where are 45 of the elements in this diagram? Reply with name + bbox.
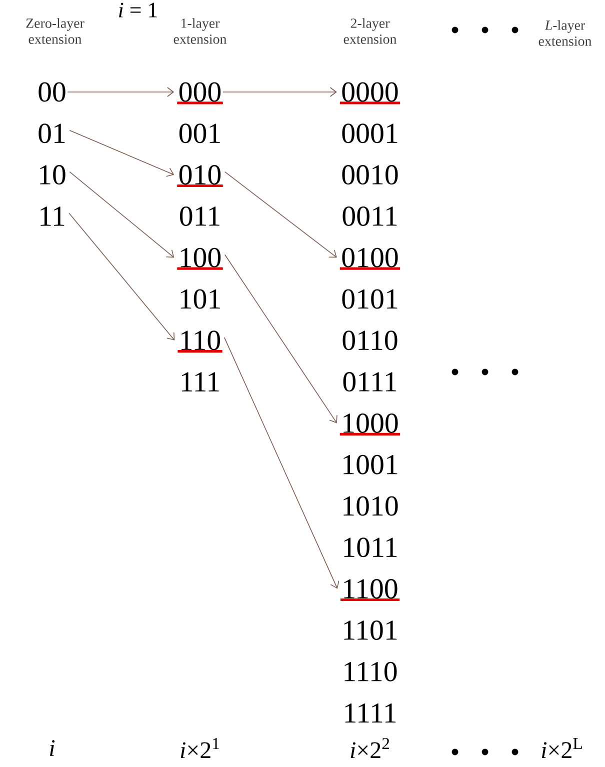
formula-label: i = 1 xyxy=(119,2,157,18)
arrow xyxy=(224,171,337,258)
binary-code: 1101 xyxy=(344,620,397,640)
binary-code: 1001 xyxy=(344,454,398,474)
binary-code: 0101 xyxy=(342,289,398,309)
column-heading: 2-layer extension xyxy=(344,18,397,44)
column-heading: L-layer extension xyxy=(538,20,592,46)
binary-code: 010 xyxy=(179,165,221,185)
formula-label: i xyxy=(50,740,55,756)
binary-code: 0000 xyxy=(342,82,398,102)
binary-code: 0110 xyxy=(342,330,398,350)
formula-label: i×2$^{2}$ xyxy=(350,738,390,758)
binary-code: 011 xyxy=(180,206,220,226)
formula-label: i×2$^{L}$ xyxy=(542,738,582,758)
arrow xyxy=(224,337,340,589)
binary-code: 1110 xyxy=(344,662,397,682)
binary-code: 1010 xyxy=(344,496,398,516)
binary-code: 01 xyxy=(38,124,65,144)
binary-code: 0001 xyxy=(342,124,398,144)
binary-code: 1111 xyxy=(345,703,396,723)
binary-code: 11 xyxy=(40,206,64,226)
binary-code: 101 xyxy=(180,289,220,309)
column-heading: Zero-layer extension xyxy=(26,18,84,44)
binary-code: 0111 xyxy=(343,372,396,392)
arrow xyxy=(222,87,337,97)
binary-code: 1011 xyxy=(344,538,397,558)
binary-code: 000 xyxy=(179,82,221,102)
binary-code: 1000 xyxy=(344,413,398,433)
binary-code: 110 xyxy=(181,330,220,350)
binary-code: 111 xyxy=(182,372,219,392)
binary-code: 10 xyxy=(40,165,66,185)
arrow xyxy=(67,87,174,97)
binary-code: 100 xyxy=(180,248,221,268)
formula-label: i×2$^{1}$ xyxy=(180,738,219,758)
arrow xyxy=(69,130,174,177)
binary-code: 0010 xyxy=(342,165,398,185)
arrow xyxy=(68,212,175,340)
binary-code: 1100 xyxy=(344,579,398,599)
binary-code: 0100 xyxy=(342,248,398,268)
arrow xyxy=(69,171,174,258)
binary-code: 001 xyxy=(179,124,220,144)
binary-code: 0011 xyxy=(342,206,397,226)
column-heading: 1-layer extension xyxy=(174,18,227,44)
arrow xyxy=(224,254,338,424)
binary-code: 00 xyxy=(38,82,66,102)
